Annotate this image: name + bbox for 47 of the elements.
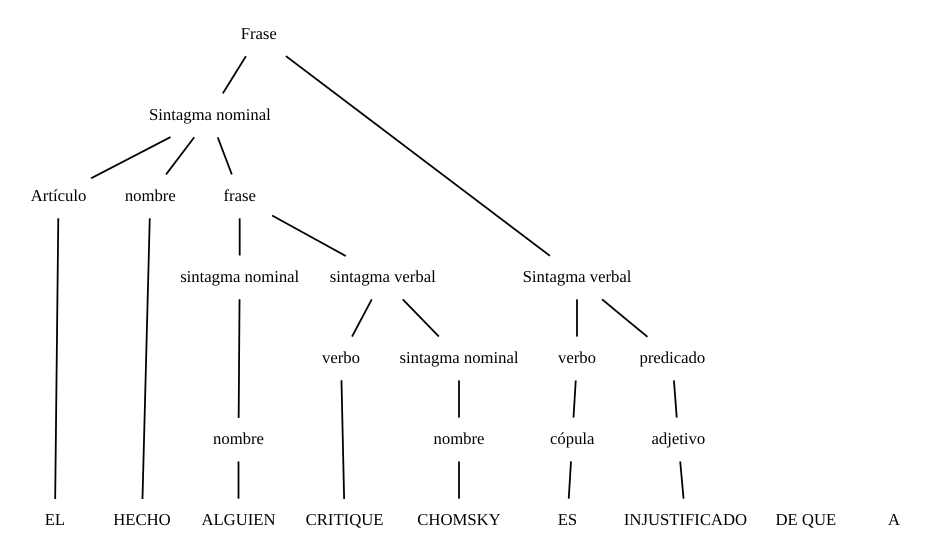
node-text: CRITIQUE [306,510,384,530]
label: A [888,510,900,530]
connector [351,298,373,337]
node-text: adjetivo [651,429,706,448]
node-text: ES [558,510,578,530]
node-text: sintagma verbal [330,266,436,286]
connector [340,380,346,499]
connector [238,218,241,256]
connector [458,461,460,499]
node-text: nombre [124,186,176,205]
node-text: verbo [558,348,596,367]
node-text: Frase [240,24,277,43]
connector [673,380,678,418]
node-text: INJUSTIFICADO [624,510,748,530]
node-text: frase [223,186,256,205]
node-text: sintagma nominal [180,266,300,286]
connector [165,136,195,175]
connector [568,461,572,499]
node-text: Sintagma verbal [522,266,632,286]
connector [90,136,171,180]
node-text: nombre [434,429,484,448]
connector [54,218,60,500]
node-text: sintagma nominal [400,348,519,367]
connector [142,218,151,500]
connector [238,461,240,499]
node-text: nombre [213,429,264,448]
node-text: Sintagma nominal [149,104,271,124]
connector [572,380,577,418]
node-text: Artículo [30,186,86,205]
node-text: HECHO [113,510,171,530]
connector [238,299,240,418]
connector [402,298,440,338]
node-text: CHOMSKY [417,510,501,530]
node-text: EL [44,510,66,530]
connector [272,214,346,257]
connector [458,380,460,418]
node-text: predicado [639,348,706,367]
connector [285,55,550,257]
node-text: cópula [550,429,594,448]
connector [602,298,648,338]
connector [216,136,233,175]
connector [576,299,578,337]
connector [222,56,247,94]
label: DE QUE [776,510,836,530]
node-text: ALGUIEN [201,510,276,530]
connector [679,461,684,499]
node-text: verbo [322,348,360,367]
